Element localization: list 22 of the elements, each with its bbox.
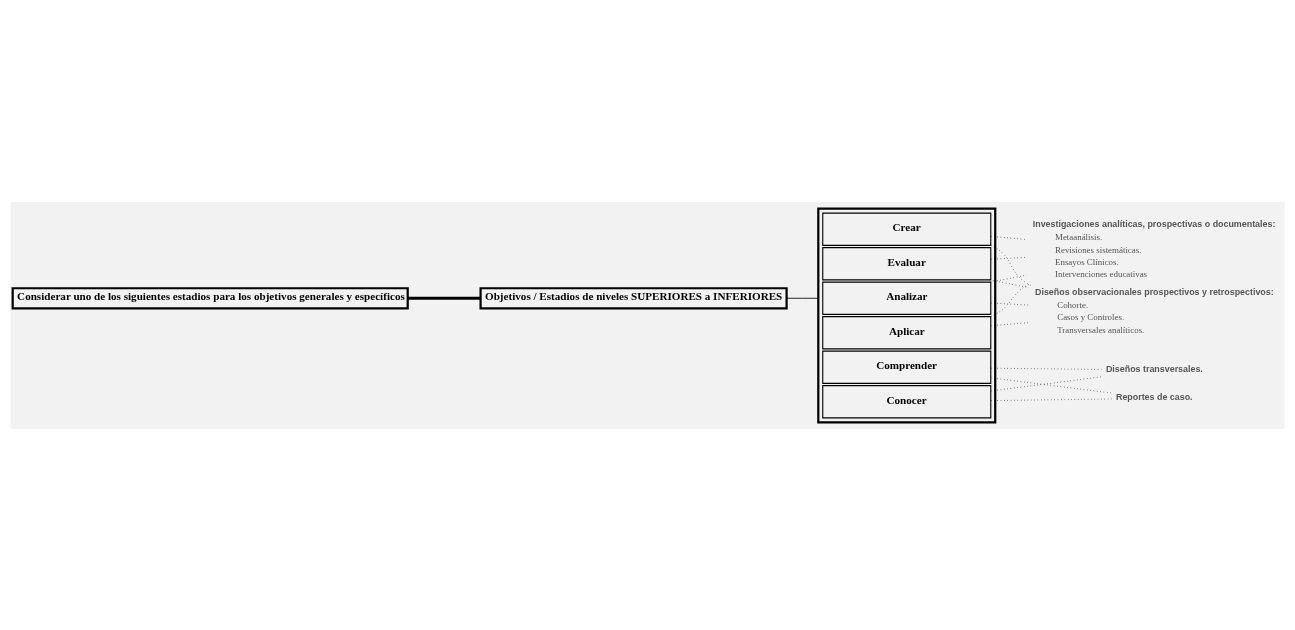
node-box: Evaluar bbox=[822, 246, 992, 280]
node-box: Aplicar bbox=[822, 315, 992, 349]
connector bbox=[990, 274, 1028, 282]
connector bbox=[990, 376, 1112, 393]
connector bbox=[990, 321, 1030, 326]
connector bbox=[990, 375, 1102, 391]
node-box: Crear bbox=[822, 212, 992, 246]
connector bbox=[407, 296, 481, 300]
connector bbox=[990, 367, 1102, 370]
connector bbox=[990, 302, 1030, 306]
node-box: Considerar uno de los siguientes estadios para los objetivos generales y específicos bbox=[11, 286, 409, 309]
cluster bbox=[817, 207, 997, 423]
node-box: Objetivos / Estadios de niveles SUPERIORES a INFERIORES bbox=[479, 286, 788, 309]
node-box: Comprender bbox=[822, 350, 992, 384]
node-box: Conocer bbox=[822, 384, 992, 418]
node-box: Analizar bbox=[822, 281, 992, 315]
node-text: Diseños observacionales prospectivos y retrospectivos: Cohorte. Casos y Controles. Transversales analíticos. bbox=[1035, 286, 1274, 335]
node-text: Investigaciones analíticas, prospectivas o documentales: Metaanálisis. Revisiones sistemáticas. Ensayos Clínicos. Intervenciones educativas bbox=[1032, 218, 1276, 279]
node-text: Diseños transversales. bbox=[1105, 363, 1203, 374]
connector bbox=[786, 297, 819, 299]
connector bbox=[990, 244, 1032, 286]
node-text: Reportes de caso. bbox=[1115, 391, 1193, 402]
